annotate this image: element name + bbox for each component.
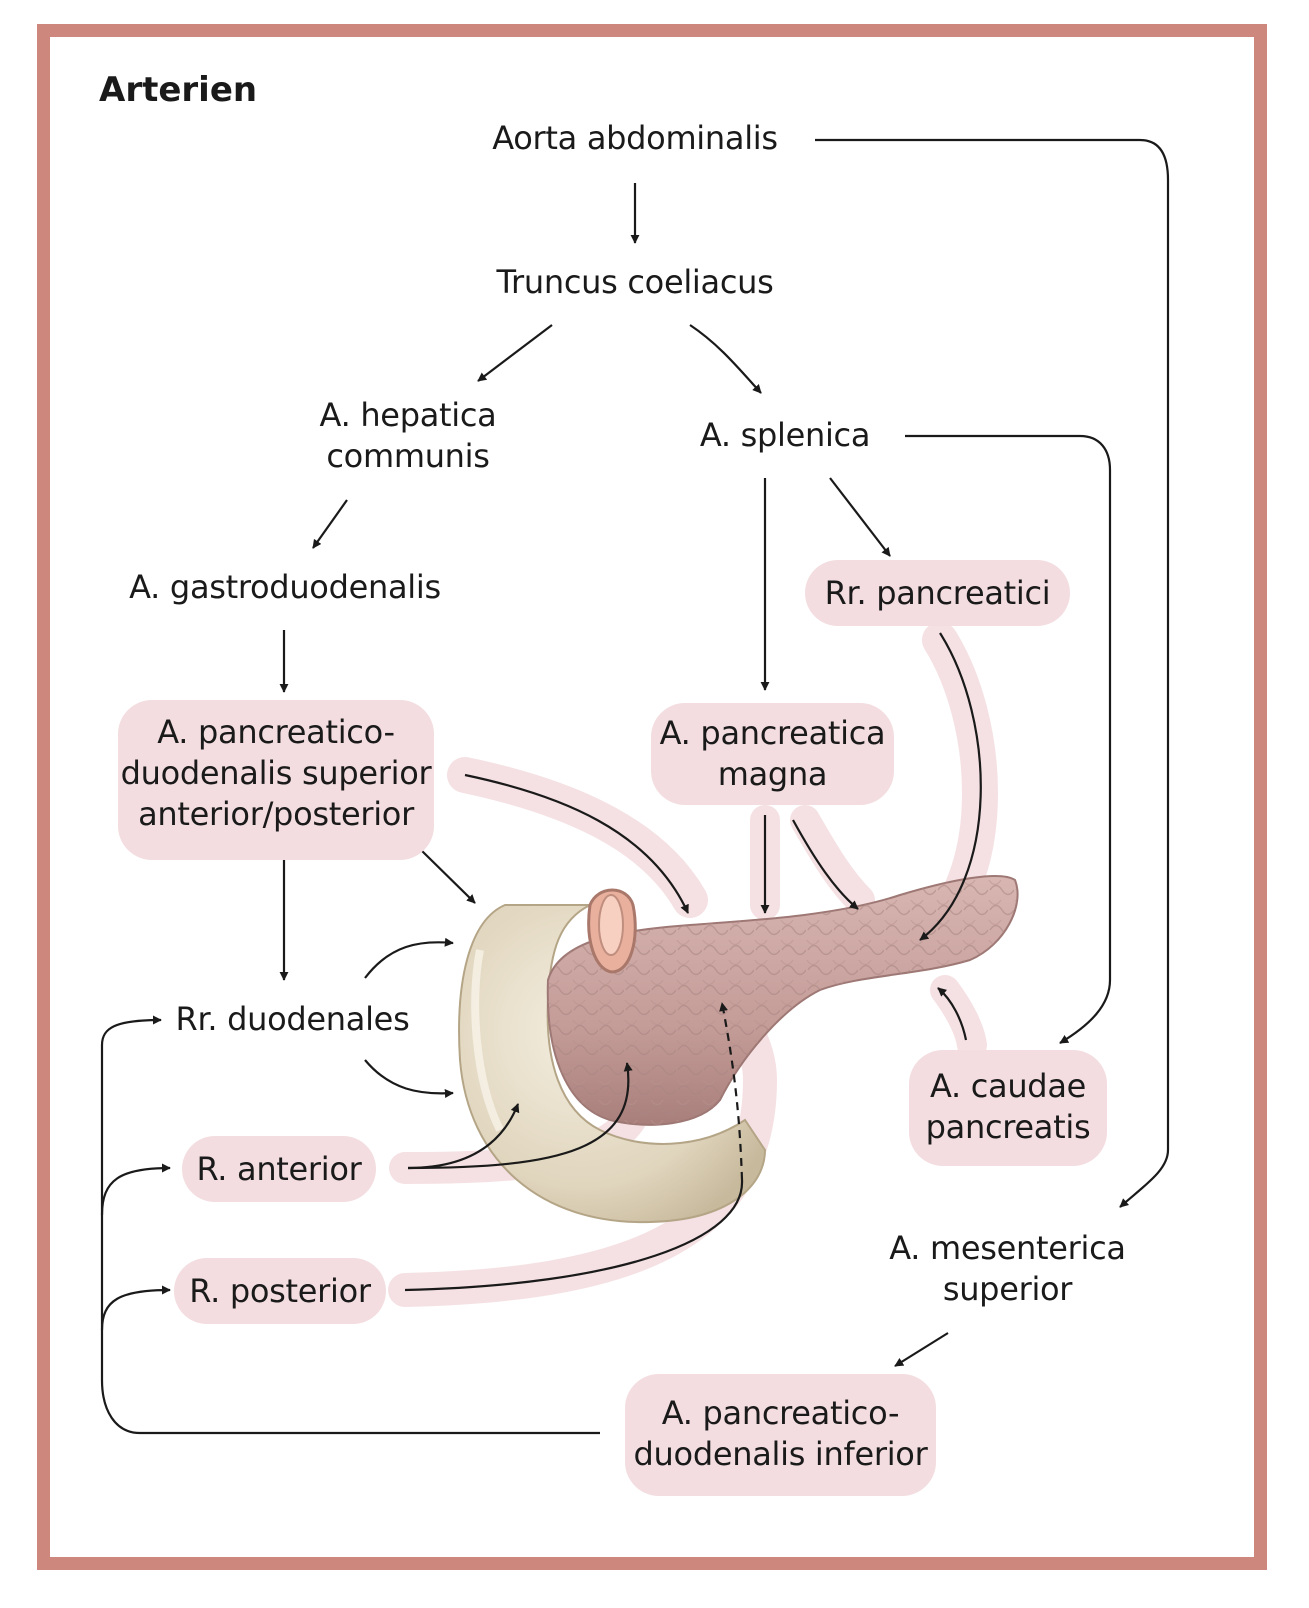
- arrow-hepatica-gastroduodenalis: [312, 499, 348, 549]
- label-truncus-coeliacus: Truncus coeliacus: [496, 263, 774, 301]
- label-a-caudae-pancreatis: A. caudae pancreatis: [909, 1050, 1107, 1166]
- arrow-aorta-to-mesenterica: [815, 138, 1170, 1208]
- arrow-truncus-hepatica: [477, 324, 553, 382]
- arrow-caudae-up: [937, 987, 968, 1041]
- arrow-truncus-splenica: [689, 324, 762, 394]
- label-a-pancreaticoduodenalis-inferior: A. pancreatico- duodenalis inferior: [625, 1374, 936, 1496]
- arrow-splenica-to-caudae: [905, 434, 1112, 1044]
- label-rr-duodenales: Rr. duodenales: [175, 1000, 410, 1038]
- label-r-anterior: R. anterior: [182, 1136, 376, 1202]
- label-r-posterior: R. posterior: [174, 1258, 386, 1324]
- label-aorta-abdominalis: Aorta abdominalis: [492, 119, 778, 157]
- label-a-splenica: A. splenica: [699, 416, 871, 454]
- label-rr-pancreatici: Rr. pancreatici: [805, 560, 1070, 626]
- arrow-rr-up: [364, 937, 454, 979]
- label-a-hepatica-communis: A. hepatica communis: [319, 396, 497, 475]
- arrow-splenica-pancreatici: [829, 477, 891, 557]
- arrow-superior-ribbon: [464, 773, 689, 914]
- figure-title: Arterien: [99, 70, 258, 110]
- label-a-pancreatica-magna: A. pancreatica magna: [651, 703, 894, 805]
- arrows: [100, 138, 1170, 1435]
- arrow-posterior-dashed: [719, 1002, 744, 1181]
- arrow-branch-anterior: [100, 1163, 171, 1216]
- arrow-rr-down: [364, 1059, 454, 1098]
- arrow-superior-to-organ: [420, 849, 476, 904]
- arrow-magna-curve: [792, 819, 859, 910]
- arrow-mesenterica-to-inferior: [894, 1332, 949, 1367]
- label-a-pancreaticoduodenalis-superior: A. pancreatico- duodenalis superior ante…: [118, 700, 434, 860]
- pancreas-duodenum-illustration: [458, 875, 1019, 1224]
- label-a-mesenterica-superior: A. mesenterica superior: [889, 1229, 1126, 1308]
- arrow-inferior-to-rr: [100, 1015, 600, 1435]
- arrow-posterior: [404, 1179, 744, 1292]
- arrow-anterior-b: [407, 1062, 633, 1170]
- arrow-branch-posterior: [100, 1285, 171, 1331]
- arrow-pancreatici-tail: [919, 632, 982, 941]
- label-a-gastroduodenalis: A. gastroduodenalis: [129, 568, 441, 606]
